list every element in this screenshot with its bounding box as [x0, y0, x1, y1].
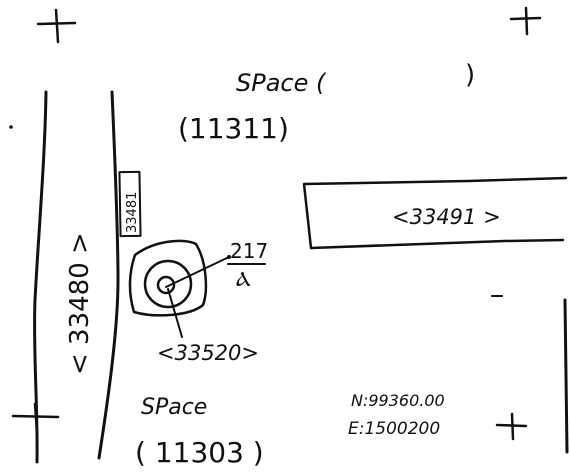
road-edge-right	[97, 90, 120, 460]
tree-leader-dot	[227, 255, 231, 259]
space-top-close-paren: )	[465, 60, 475, 90]
tree-unit-label: Ⲁ	[236, 267, 250, 291]
space-bottom-number: ( 11303 )	[135, 436, 264, 469]
building-label: <33491 >	[392, 205, 501, 229]
tree-id-label: <33520>	[157, 341, 259, 365]
building-outline	[302, 176, 568, 250]
stray-dot	[9, 125, 13, 129]
northing-coordinate: N:99360.00	[351, 391, 445, 410]
tree-leader-line-up	[165, 256, 230, 288]
small-parcel-box	[118, 170, 142, 238]
tree-height-label: 217	[230, 239, 268, 263]
grid-tick-bottom-right	[495, 412, 528, 441]
stray-mark-right-edge	[563, 298, 569, 454]
tree-leader-line-down	[167, 288, 183, 338]
small-box-label: 33481	[125, 192, 140, 233]
space-top-number: (11311)	[178, 112, 289, 145]
tree-planter	[128, 239, 208, 317]
road-label: < 33480 >	[65, 232, 95, 375]
space-bottom-word: SPace	[141, 395, 207, 420]
grid-tick-top-right	[509, 6, 542, 36]
road-edge-left	[33, 90, 48, 464]
easting-coordinate: E:1500200	[348, 419, 440, 439]
grid-tick-top-left	[36, 8, 77, 44]
tree-trunk	[156, 275, 176, 295]
tree-canopy	[143, 259, 193, 309]
space-top-word: SPace (	[236, 69, 327, 97]
